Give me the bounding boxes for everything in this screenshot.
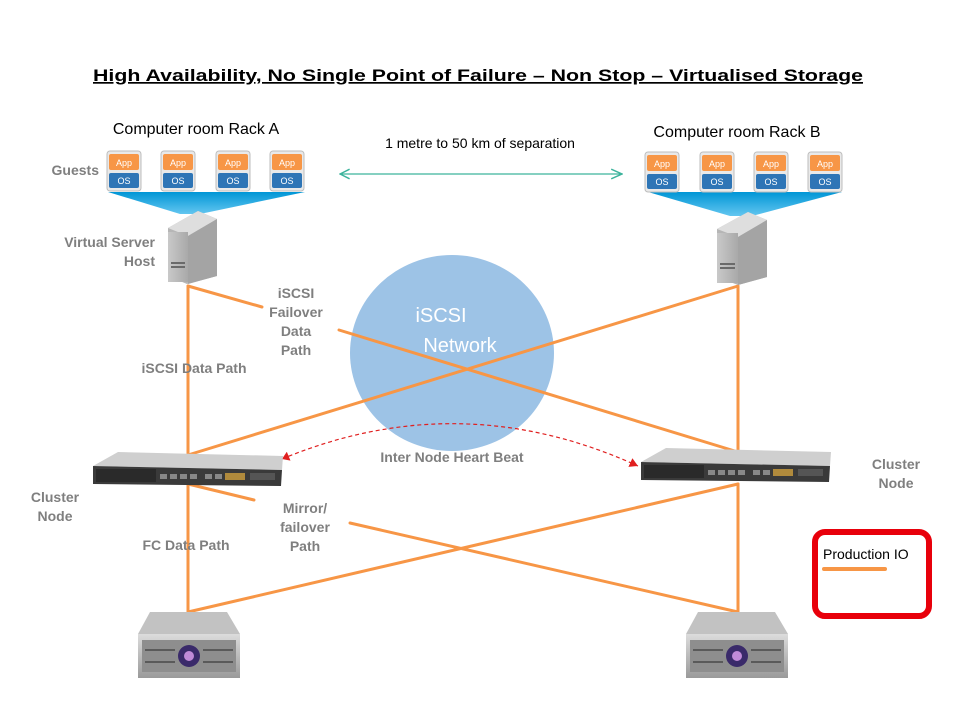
virtual-server-host-label-line1: Virtual Server <box>64 234 155 250</box>
rack-b-label: Computer room Rack B <box>653 124 820 141</box>
mirror-path-a2 <box>348 521 740 614</box>
rack-a-label: Computer room Rack A <box>113 121 280 138</box>
iscsi-failover-path-b <box>186 284 740 457</box>
cluster-node-left-label-line2: Node <box>38 508 73 524</box>
vm-app-label: App <box>763 159 779 169</box>
mirror-path-a <box>186 482 256 502</box>
legend-production-io-label: Production IO <box>823 546 909 562</box>
iscsi-network-label-line2: Network <box>423 335 497 357</box>
vm-os-label: OS <box>171 176 184 186</box>
vm-os-label: OS <box>655 177 668 187</box>
vm-group-rack-a: App OS App OS App OS App OS <box>106 150 305 192</box>
guest-fan-right <box>648 192 842 216</box>
storage-array-right <box>686 612 788 678</box>
legend: Production IO <box>812 529 932 619</box>
iscsi-data-path-label: iSCSI Data Path <box>141 360 246 376</box>
legend-border <box>812 529 932 619</box>
cluster-node-appliance-left <box>93 452 283 486</box>
virtual-server-host-right <box>717 212 767 285</box>
vm-os-label: OS <box>280 176 293 186</box>
cluster-node-right-label-line2: Node <box>879 475 914 491</box>
diagram-title: High Availability, No Single Point of Fa… <box>93 66 863 85</box>
vm-app-label: App <box>225 158 241 168</box>
iscsi-network-cloud <box>350 255 554 451</box>
iscsi-failover-label-line3: Data <box>281 323 312 339</box>
cluster-node-right-label-line1: Cluster <box>872 456 921 472</box>
heartbeat-label: Inter Node Heart Beat <box>380 449 523 465</box>
mirror-failover-label-line3: Path <box>290 538 320 554</box>
data-paths <box>186 284 740 614</box>
iscsi-failover-path-a2 <box>337 328 740 454</box>
vm-os-label: OS <box>117 176 130 186</box>
virtual-server-host-left <box>168 211 217 284</box>
heartbeat-arrow <box>281 423 639 467</box>
iscsi-network-label-line1: iSCSI <box>415 305 466 327</box>
mirror-path-b <box>186 482 740 614</box>
vm-app-label: App <box>116 158 132 168</box>
vm-icon: App OS <box>644 151 680 193</box>
guest-fan-left <box>108 192 305 214</box>
vm-icon: App OS <box>160 150 196 192</box>
cluster-node-appliance-right <box>641 448 831 482</box>
storage-array-left <box>138 612 240 678</box>
vm-app-label: App <box>817 159 833 169</box>
iscsi-failover-label-line1: iSCSI <box>278 285 315 301</box>
virtual-server-host-label-line2: Host <box>124 253 155 269</box>
mirror-failover-label-line1: Mirror/ <box>283 500 327 516</box>
vm-os-label: OS <box>710 177 723 187</box>
vm-icon: App OS <box>753 151 789 193</box>
vm-os-label: OS <box>764 177 777 187</box>
cluster-node-left-label-line1: Cluster <box>31 489 80 505</box>
vm-group-rack-b: App OS App OS App OS App OS <box>644 151 843 193</box>
separation-label: 1 metre to 50 km of separation <box>385 135 575 151</box>
iscsi-failover-label-line2: Failover <box>269 304 323 320</box>
vm-icon: App OS <box>269 150 305 192</box>
vm-icon: App OS <box>699 151 735 193</box>
vm-os-label: OS <box>818 177 831 187</box>
vm-icon: App OS <box>807 151 843 193</box>
vm-app-label: App <box>279 158 295 168</box>
iscsi-failover-label-line4: Path <box>281 342 311 358</box>
fc-data-path-label: FC Data Path <box>142 537 229 553</box>
vm-os-label: OS <box>226 176 239 186</box>
mirror-failover-label-line2: failover <box>280 519 330 535</box>
vm-app-label: App <box>170 158 186 168</box>
vm-icon: App OS <box>106 150 142 192</box>
vm-app-label: App <box>709 159 725 169</box>
vm-app-label: App <box>654 159 670 169</box>
iscsi-failover-path-a <box>186 284 264 309</box>
guests-label: Guests <box>52 162 100 178</box>
vm-icon: App OS <box>215 150 251 192</box>
